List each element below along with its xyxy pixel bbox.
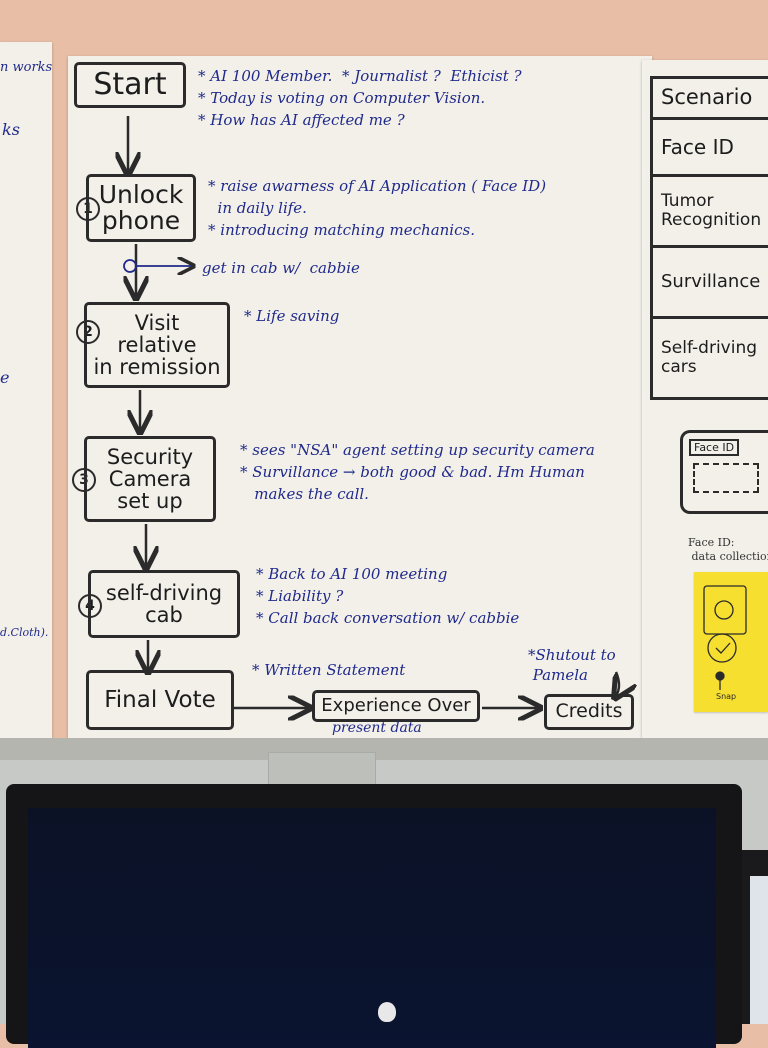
self-driving-cab-notes: * Back to AI 100 meeting * Liability ? *… xyxy=(256,565,520,627)
scenario-header-cell: Scenario xyxy=(650,76,768,120)
second-monitor-screen xyxy=(750,876,768,1024)
face-id-sketch: Face ID xyxy=(680,430,768,514)
unlock-phone-box: Unlock phone xyxy=(86,174,196,242)
start-notes: * AI 100 Member. * Journalist ? Ethicist… xyxy=(198,67,522,129)
wall-rail xyxy=(0,738,768,760)
present-data-note: present data xyxy=(332,720,422,736)
sticky-note: Snap xyxy=(694,572,768,712)
scenario-cell-tumor: Tumor Recognition xyxy=(650,174,768,248)
written-statement-note: * Written Statement xyxy=(252,661,406,679)
credits-box: Credits xyxy=(544,694,634,730)
sticky-sketch xyxy=(703,585,747,690)
sticky-snap-label: Snap xyxy=(716,692,737,701)
monitor-screen xyxy=(28,808,716,1048)
unlock-phone-notes: * raise awarness of AI Application ( Fac… xyxy=(208,177,547,239)
flow-connectors xyxy=(0,116,768,1024)
visit-relative-box: Visit relative in remission xyxy=(84,302,230,388)
visit-relative-notes: * Life saving xyxy=(244,307,340,325)
second-monitor xyxy=(742,850,768,1024)
scenario-cell-face-id: Face ID xyxy=(650,117,768,177)
experience-over-box: Experience Over xyxy=(312,690,480,722)
branch-label: get in cab w/ cabbie xyxy=(202,259,360,277)
security-camera-box: Security Camera set up xyxy=(84,436,216,522)
face-id-caption: Face ID: data collection xyxy=(688,536,768,564)
left-poster-fragment: e xyxy=(0,368,10,387)
security-camera-notes: * sees "NSA" agent setting up security c… xyxy=(240,441,595,503)
face-id-sketch-label: Face ID xyxy=(689,439,740,456)
dashed-frame xyxy=(693,463,759,493)
scenario-cell-self-driving: Self-driving cars xyxy=(650,316,768,400)
apple-logo-icon xyxy=(378,1002,396,1022)
monitor xyxy=(6,784,742,1048)
left-poster: n works ks e d.Cloth). xyxy=(0,42,52,750)
start-box: Start xyxy=(74,62,186,108)
self-driving-cab-box: self-driving cab xyxy=(88,570,240,638)
main-flowchart-poster xyxy=(68,56,652,756)
final-vote-box: Final Vote xyxy=(86,670,234,730)
left-poster-fragment: d.Cloth). xyxy=(0,626,49,639)
left-poster-fragment: n works xyxy=(0,60,53,75)
shoutout-note: *Shutout to Pamela xyxy=(528,646,616,684)
right-scenarios-poster: Scenario Face ID Tumor Recognition Survi… xyxy=(642,60,768,742)
step-number-2: 2 xyxy=(76,320,100,344)
left-poster-fragment: ks xyxy=(2,120,20,139)
scenario-cell-surveillance: Survillance xyxy=(650,245,768,319)
